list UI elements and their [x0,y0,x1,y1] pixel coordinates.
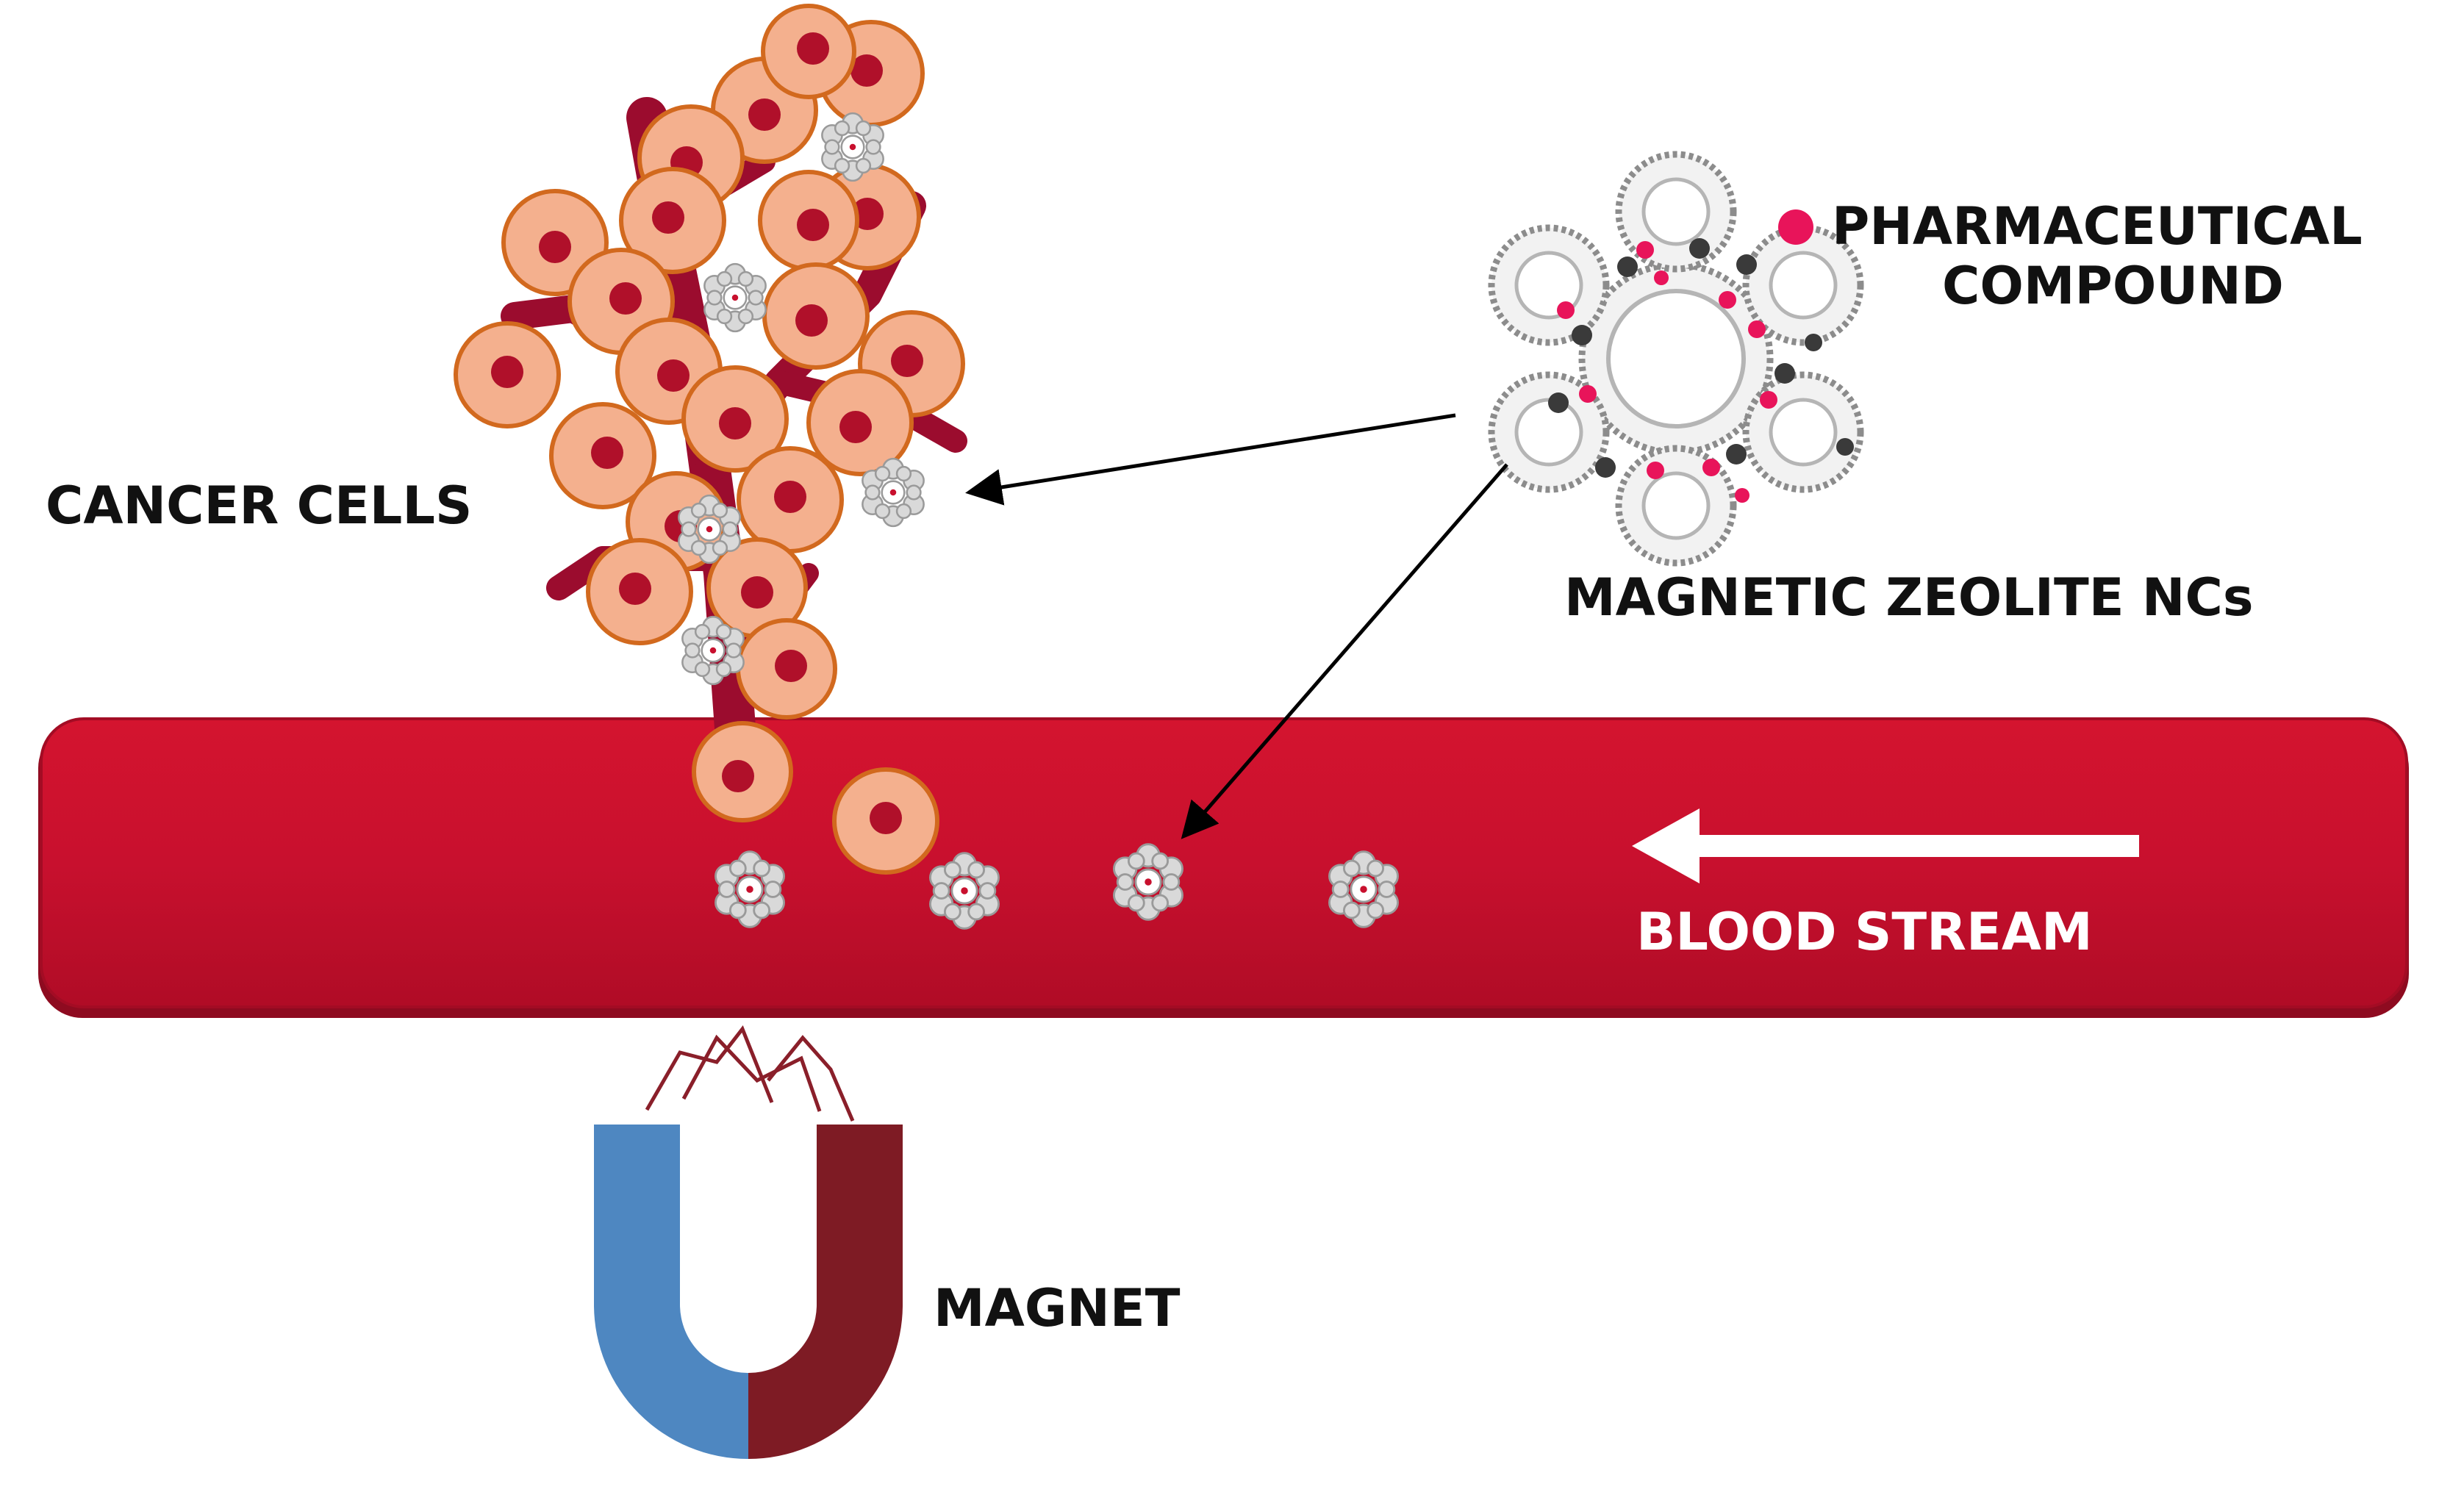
zeolite-nc-particle [703,262,767,333]
pharma-legend-dot [1778,209,1813,245]
cell-nucleus [797,209,829,241]
cell-nucleus [891,345,923,377]
cancer-cell [619,167,726,274]
cell-nucleus [797,32,829,65]
label-magnetic-zeolite: MAGNETIC ZEOLITE NCs [1564,567,2254,628]
cancer-cell [549,402,656,509]
cell-nucleus [851,198,884,230]
cancer-cell [737,446,844,553]
cell-nucleus [748,98,781,131]
cancer-cell [454,321,561,428]
label-pharma-line2: COMPOUND [1942,255,2284,316]
cell-nucleus [870,802,902,834]
cancer-cell [806,369,914,476]
label-cancer-cells: CANCER CELLS [46,476,473,536]
label-pharma-line1: PHARMACEUTICAL [1832,196,2363,257]
cancer-cell [832,767,939,875]
cell-nucleus [722,760,754,792]
cell-nucleus [774,481,806,513]
cancer-cell [586,538,693,645]
cell-nucleus [775,650,807,682]
arrow-to-bloodstream-nc [1181,463,1508,839]
cancer-cell [681,365,789,473]
label-magnet: MAGNET [934,1278,1181,1338]
cell-nucleus [539,231,571,263]
cell-nucleus [609,282,642,315]
magnetic-field-lines [645,1025,855,1122]
cancer-cell [692,721,793,822]
label-pharmaceutical-compound: PHARMACEUTICAL COMPOUND [1832,197,2363,315]
label-blood-stream: BLOOD STREAM [1636,902,2093,962]
blood-vessel [38,717,2409,1018]
horseshoe-magnet [594,1125,903,1459]
cancer-cell [762,262,870,370]
cancer-cell [736,618,837,720]
cell-nucleus [591,437,623,469]
cell-nucleus [652,201,684,234]
cell-nucleus [850,54,883,87]
cell-nucleus [839,411,872,443]
cell-nucleus [491,356,523,388]
cell-nucleus [795,304,828,337]
cell-nucleus [719,407,751,440]
cancer-cell [758,170,859,271]
cell-nucleus [741,576,773,609]
cell-nucleus [619,573,651,605]
cell-nucleus [657,359,690,392]
cancer-cell [761,4,856,99]
cancer-cell-cluster [454,4,965,875]
zeolite-structure [1488,151,1864,567]
arrow-to-cancer-cells [965,413,1456,506]
blood-flow-arrow [1632,808,2139,883]
